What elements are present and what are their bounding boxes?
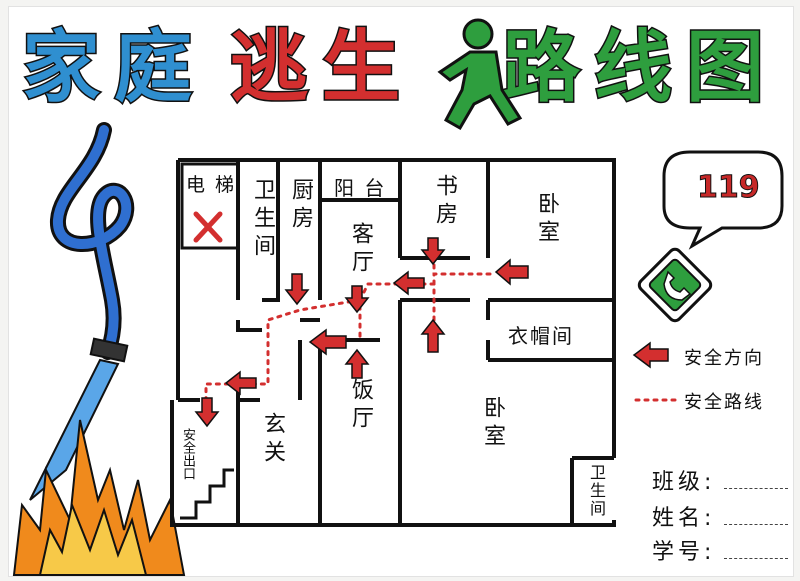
arrow-left (494, 258, 529, 286)
title-char: 路 (500, 22, 581, 115)
flame-icon (12, 419, 186, 576)
emergency-number: 119 (697, 170, 761, 206)
legend-safe-direction: 安全方向 (684, 348, 764, 369)
hose-icon (29, 122, 135, 501)
legend-arrow-icon (632, 341, 669, 369)
arrow-down (344, 285, 370, 314)
room-label-bedroom-2: 卧室 (480, 396, 505, 452)
name-field[interactable] (724, 524, 788, 525)
student-id-field[interactable] (724, 558, 788, 559)
arrow-up (344, 348, 370, 379)
title-char: 庭 (112, 22, 193, 115)
speech-bubble-icon (662, 150, 784, 250)
student-id-label: 学号: (652, 540, 716, 565)
class-field[interactable] (724, 488, 788, 489)
title-char: 线 (592, 22, 673, 115)
arrow-left (224, 370, 257, 396)
no-elevator-icon (193, 211, 223, 243)
safe-route-path (204, 238, 492, 422)
legend-safe-route: 安全路线 (684, 392, 764, 413)
title-char: 逃 (228, 22, 309, 115)
title-char: 生 (320, 22, 401, 115)
class-label: 班级: (652, 470, 716, 495)
room-label-bathroom: 卫生间 (250, 178, 275, 262)
running-man-icon (437, 18, 523, 131)
arrow-down (194, 397, 220, 428)
room-label-bedroom: 卧室 (534, 192, 559, 248)
room-label-entrance: 玄关 (260, 412, 285, 468)
arrow-down (420, 237, 446, 266)
name-label: 姓名: (652, 506, 716, 531)
room-label-safety-exit: 安全出口 (180, 428, 195, 480)
title-char: 家 (20, 22, 101, 115)
room-label-elevator: 电 梯 (186, 174, 237, 196)
room-label-living-room: 客厅 (348, 222, 373, 278)
room-label-balcony: 阳 台 (334, 176, 387, 200)
room-label-kitchen: 厨房 (288, 178, 313, 234)
arrow-down (284, 273, 310, 306)
title-char: 图 (684, 22, 765, 115)
poster-title: 家 庭 逃 生 路 线 图 (20, 8, 792, 128)
stairs-icon (180, 468, 234, 520)
room-label-bathroom-2: 卫生间 (587, 464, 606, 518)
direction-arrows (194, 237, 669, 428)
room-label-closet: 衣帽间 (508, 324, 574, 348)
room-label-study: 书房 (432, 174, 457, 230)
phone-icon (637, 247, 713, 323)
arrow-left (308, 328, 347, 356)
arrow-left (392, 270, 425, 296)
room-label-dining-room: 饭厅 (348, 378, 373, 434)
arrow-up (420, 318, 446, 353)
